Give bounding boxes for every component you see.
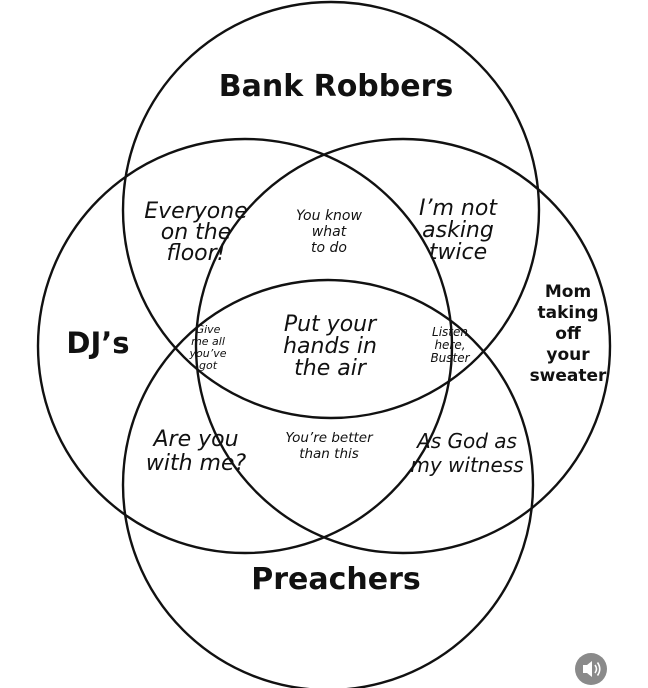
sound-button[interactable] [575,653,607,685]
region-preacher-mom-text: As God as my witness [410,429,523,477]
svg-text:than this: than this [299,446,359,462]
svg-text:taking: taking [537,303,598,323]
svg-text:Are you: Are you [151,427,238,452]
region-mom-bank-preacher-text: Listen here, Buster [430,325,470,365]
svg-text:to do: to do [311,240,347,256]
label-bank-robbers: Bank Robbers [219,69,454,104]
svg-text:asking: asking [422,218,494,243]
label-preachers: Preachers [251,562,421,597]
circle-bank-robbers [121,0,541,420]
svg-text:me all: me all [191,335,225,348]
svg-text:floor!: floor! [167,241,226,266]
svg-text:the air: the air [294,356,368,381]
circle-djs [36,137,454,555]
svg-text:you’ve: you’ve [189,347,227,360]
svg-text:off: off [555,324,581,344]
region-preacher-dj-mom-text: You’re better than this [285,430,374,462]
region-dj-bank-text: Everyone on the floor! [144,199,247,266]
svg-text:You’re better: You’re better [285,430,374,446]
svg-text:here,: here, [434,338,465,352]
label-mom-sweater: Mom taking off your sweater [530,282,607,386]
svg-text:Mom: Mom [545,282,591,302]
svg-text:Give: Give [196,323,221,336]
svg-text:As God as: As God as [415,429,517,453]
svg-text:Listen: Listen [432,325,468,339]
svg-text:on the: on the [161,220,232,245]
svg-text:with me?: with me? [146,451,247,476]
region-bank-mom-text: I’m not asking twice [419,196,498,265]
circle-preachers [121,278,535,688]
svg-text:Everyone: Everyone [144,199,247,224]
svg-text:what: what [312,224,347,240]
speaker-icon [583,661,601,677]
label-djs: DJ’s [66,326,129,360]
svg-text:hands in: hands in [283,334,377,359]
svg-text:You know: You know [296,208,362,224]
svg-text:twice: twice [429,240,487,265]
region-dj-preacher-text: Are you with me? [146,427,247,476]
region-dj-bank-preacher-text: Give me all you’ve got [189,323,227,372]
svg-text:your: your [546,345,590,365]
svg-text:my witness: my witness [410,453,523,477]
svg-text:I’m not: I’m not [419,196,498,221]
region-bank-dj-mom-text: You know what to do [296,208,362,256]
svg-text:Buster: Buster [430,351,470,365]
region-center-text: Put your hands in the air [283,312,378,381]
svg-text:sweater: sweater [530,366,607,386]
circle-mom-sweater [194,137,612,555]
svg-text:got: got [199,359,218,372]
svg-text:Put your: Put your [284,312,378,337]
